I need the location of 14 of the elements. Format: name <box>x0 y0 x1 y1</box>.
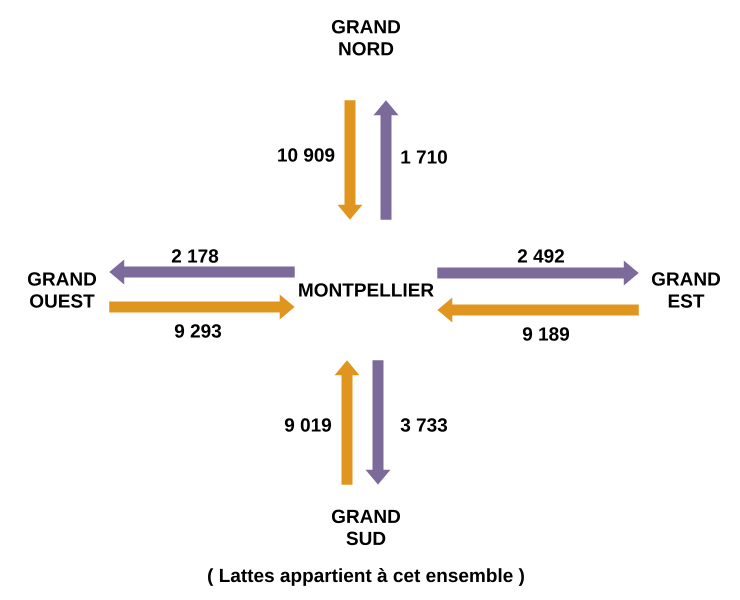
place-label: GRAND NORD <box>332 20 400 56</box>
edge-label: 9 189 <box>521 326 571 342</box>
edge-label: 10 909 <box>276 147 336 163</box>
place-label: GRAND SUD <box>332 510 400 546</box>
place-label: MONTPELLIER <box>299 283 434 297</box>
place-label: GRAND OUEST <box>28 272 96 308</box>
edge-label: 2 492 <box>516 248 566 264</box>
edge-label: 9 293 <box>173 323 223 339</box>
caption-text: ( Lattes appartient à cet ensemble ) <box>208 568 524 586</box>
edge-label: 1 710 <box>399 149 449 165</box>
edge-label: 9 019 <box>283 417 333 433</box>
place-label: GRAND EST <box>652 272 720 308</box>
edge-label: 3 733 <box>399 417 449 433</box>
edge-label: 2 178 <box>170 248 220 264</box>
